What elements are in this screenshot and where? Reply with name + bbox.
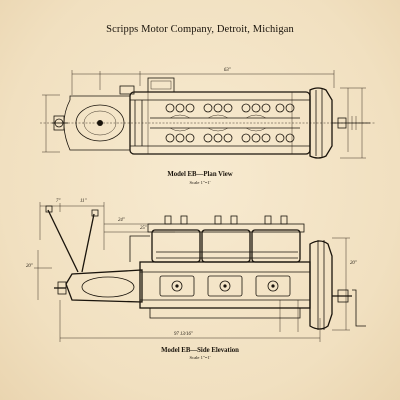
side-dim-top-mid: 11"	[80, 199, 87, 204]
side-dim-bottom: 97 13/16"	[174, 332, 193, 337]
plan-view-caption: Model EB—Plan View	[167, 171, 233, 178]
side-dim-left: 20"	[26, 264, 33, 269]
plan-view-scale: Scale 1"=1'	[189, 180, 211, 185]
plan-dim-overall: 63"	[224, 68, 231, 73]
side-dim-upper-a: 24"	[118, 218, 125, 223]
side-dim-top-left: 7"	[56, 199, 61, 204]
side-elevation-caption: Model EB—Side Elevation	[161, 347, 239, 354]
company-header: Scripps Motor Company, Detroit, Michigan	[106, 24, 294, 35]
side-elevation-scale: Scale 1"=1'	[189, 355, 211, 360]
side-dim-upper-b: 25"	[140, 226, 147, 231]
side-dim-right: 20"	[350, 261, 357, 266]
